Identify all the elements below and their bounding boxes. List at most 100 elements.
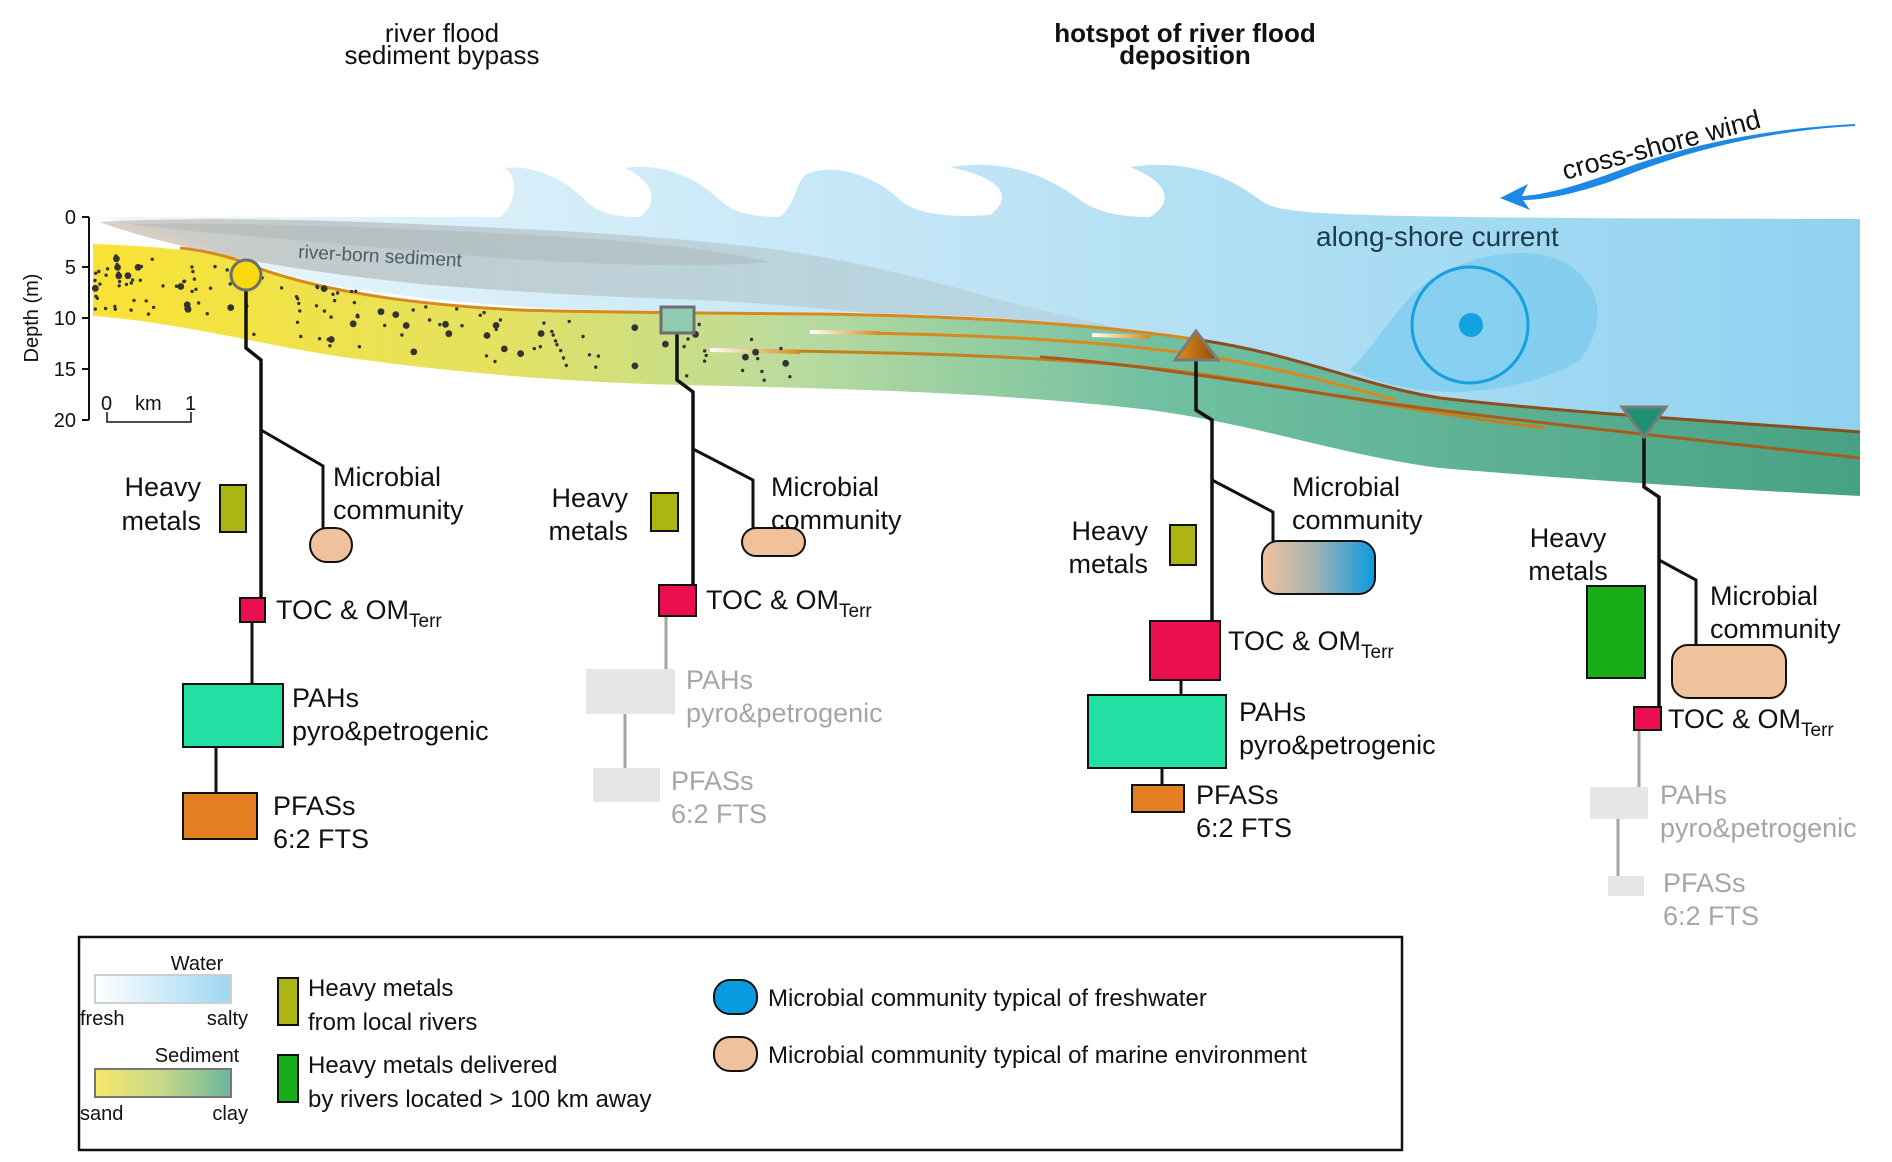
sand-grain [103, 306, 108, 311]
sand-grain [279, 286, 284, 290]
sand-grain [138, 278, 142, 282]
sand-grain [686, 337, 690, 341]
legend: Water fresh salty Sediment sand clay Hea… [77, 935, 1404, 1152]
pahs-label: PAHs [1660, 780, 1727, 810]
sand-grain [225, 268, 229, 272]
sand-grain [492, 322, 500, 329]
legend-microbial-freshwater-swatch [713, 979, 758, 1015]
sand-grain [227, 304, 235, 311]
sand-grain [484, 354, 489, 358]
sand-grain [567, 319, 571, 324]
legend-water-fresh: fresh [80, 1008, 124, 1030]
title-bypass-line2: sediment bypass [344, 40, 539, 70]
sand-grain [762, 378, 766, 382]
microbial-label: Microbial [771, 472, 879, 502]
sand-grain [314, 304, 319, 308]
microbial-label: Microbial [1710, 581, 1818, 611]
flood-layer-1 [809, 330, 1396, 402]
sand-grain [317, 337, 322, 341]
flood-layer-streak [809, 330, 881, 335]
sand-grain [104, 273, 108, 277]
sand-grain [704, 353, 708, 358]
sand-grain [596, 354, 601, 358]
legend-heavy-metals-local-swatch [277, 977, 299, 1026]
sand-grain [331, 292, 335, 296]
sand-grain [498, 318, 503, 322]
heavy-metals-box [1169, 524, 1197, 566]
sand-grain [161, 284, 165, 288]
legend-heavy-metals-local-label: from local rivers [308, 1009, 477, 1036]
legend-microbial-freshwater-label: Microbial community typical of freshwate… [768, 985, 1207, 1012]
sand-grain [581, 334, 585, 339]
heavy-metals-box [1586, 585, 1646, 679]
heavy-metals-label: Heavy [124, 472, 201, 502]
station-marker-circle-icon[interactable] [229, 258, 263, 292]
sand-grain [460, 324, 464, 328]
heavy-metals-label: metals [1528, 556, 1608, 586]
sand-grain [760, 369, 764, 374]
sand-grain [97, 269, 101, 274]
sand-grain [124, 282, 129, 287]
sand-grain [779, 346, 783, 351]
sand-grain [150, 257, 154, 261]
sand-grain [703, 349, 707, 353]
sand-grain [742, 353, 749, 361]
station-marker-triangle-up-icon[interactable] [1172, 328, 1222, 362]
sand-grain [427, 318, 432, 322]
depth-tick: 0 [65, 207, 76, 229]
toc-label: TOC & OMTerr [1668, 704, 1834, 741]
pahs-label: PAHs [292, 683, 359, 713]
sand-grain [299, 334, 303, 339]
microbial-label: community [1710, 614, 1841, 644]
sand-grain [702, 359, 707, 363]
legend-sediment-sand: sand [80, 1103, 123, 1125]
microbial-label: community [333, 495, 464, 525]
sand-grain [532, 346, 536, 351]
sand-grain [493, 359, 497, 364]
sand-grain [538, 345, 542, 349]
sand-grain [335, 291, 340, 295]
sand-grain [354, 289, 358, 293]
sand-grain [685, 374, 689, 378]
sand-grain [553, 339, 558, 343]
sand-grain [782, 360, 790, 367]
depth-tick: 15 [54, 359, 76, 381]
sand-grain [756, 356, 760, 361]
sand-grain [252, 332, 256, 336]
legend-sediment-gradient [94, 1068, 232, 1098]
heavy-metals-label: Heavy [1530, 523, 1607, 553]
sand-grain [115, 272, 123, 280]
station-2: Heavy metals Microbial community TOC & O… [548, 305, 902, 829]
sand-grain [320, 285, 328, 292]
sand-grain [184, 307, 188, 311]
pfas-label: 6:2 FTS [1196, 813, 1292, 843]
title-bypass-line1: river flood [385, 18, 499, 48]
pfas-box-faded [1608, 876, 1644, 896]
microbial-community-box [1261, 540, 1376, 595]
scale-bar-start: 0 [101, 393, 112, 415]
sand-grain [749, 337, 754, 342]
pahs-label: pyro&petrogenic [1660, 813, 1857, 843]
pfas-box [182, 792, 258, 840]
legend-water-title: Water [171, 953, 224, 975]
sand-grain [297, 301, 301, 306]
toc-box [1149, 620, 1221, 681]
heavy-metals-label: metals [548, 516, 628, 546]
sediment-top-contact-offshore [1199, 338, 1861, 434]
pahs-label: PAHs [1239, 697, 1306, 727]
sand-grain [177, 283, 185, 290]
pfas-label: PFASs [273, 791, 356, 821]
sand-grain [93, 307, 98, 311]
sand-grain [134, 263, 142, 271]
station-marker-triangle-down-icon[interactable] [1619, 405, 1669, 440]
sand-grain [130, 278, 135, 282]
station-1: Heavy metals Microbial community TOC & O… [121, 258, 489, 854]
sand-grain [555, 343, 559, 347]
sand-grain [402, 322, 410, 329]
legend-heavy-metals-distant-label: by rivers located > 100 km away [308, 1086, 652, 1113]
depth-axis-label: Depth (m) [21, 274, 43, 363]
title-hotspot-line1: hotspot of river flood [1054, 18, 1315, 48]
station-marker-square-icon[interactable] [659, 305, 696, 335]
sediment-layer [93, 244, 1860, 496]
